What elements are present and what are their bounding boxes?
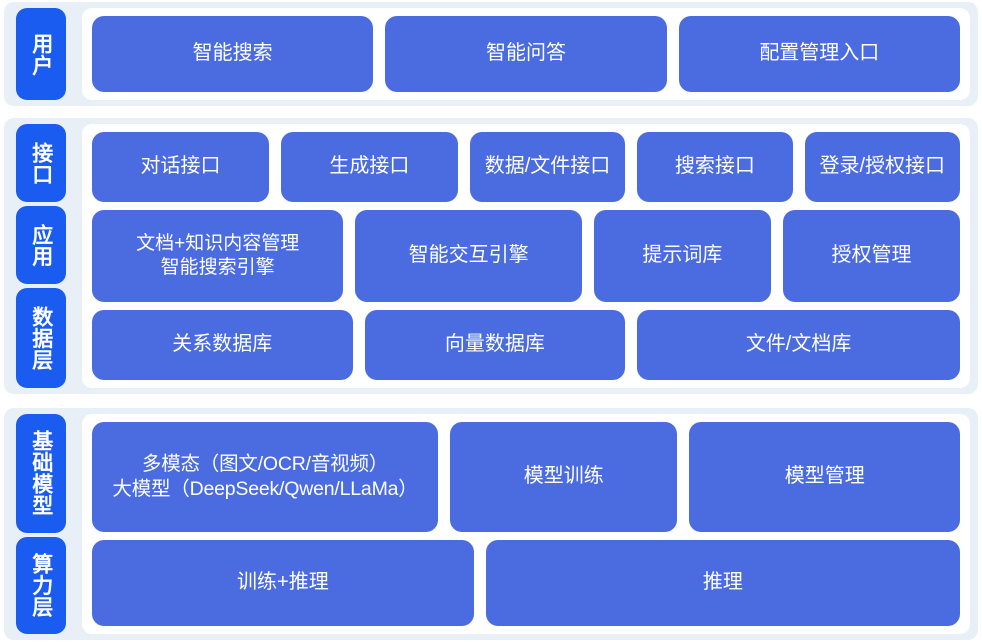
box-training-and-inference[interactable]: 训练+推理 [92,540,474,626]
box-vector-database[interactable]: 向量数据库 [364,310,626,380]
section-base: 基础模型 算力层 多模态（图文/OCR/音视频） 大模型（DeepSeek/Qw… [4,408,978,640]
box-file-document-store[interactable]: 文件/文档库 [637,310,960,380]
row-user-entry: 智能搜索 智能问答 配置管理入口 [92,16,960,92]
box-authorization-management[interactable]: 授权管理 [782,209,960,303]
section-base-content: 多模态（图文/OCR/音视频） 大模型（DeepSeek/Qwen/LLaMa）… [82,414,970,634]
box-search-interface[interactable]: 搜索接口 [637,132,793,202]
box-prompt-library[interactable]: 提示词库 [593,209,771,303]
layer-label-application[interactable]: 应用 [16,206,66,285]
box-data-file-interface[interactable]: 数据/文件接口 [469,132,626,202]
box-smart-search[interactable]: 智能搜索 [92,16,374,92]
row-data: 关系数据库 向量数据库 文件/文档库 [92,310,960,380]
box-dialog-interface[interactable]: 对话接口 [92,132,269,202]
section-user-content: 智能搜索 智能问答 配置管理入口 [82,8,970,100]
layer-label-compute[interactable]: 算力层 [16,536,66,634]
box-generation-interface[interactable]: 生成接口 [280,132,458,202]
layer-label-column-middle: 接口 应用 数据层 [16,118,68,394]
box-config-management-entry[interactable]: 配置管理入口 [678,16,960,92]
row-application: 文档+知识内容管理 智能搜索引擎 智能交互引擎 提示词库 授权管理 [92,209,960,303]
section-user: 用户 智能搜索 智能问答 配置管理入口 [4,2,978,106]
layer-label-interface[interactable]: 接口 [16,124,66,203]
box-multimodal-large-model[interactable]: 多模态（图文/OCR/音视频） 大模型（DeepSeek/Qwen/LLaMa） [92,422,438,533]
box-login-auth-interface[interactable]: 登录/授权接口 [804,132,960,202]
layer-label-foundation-model[interactable]: 基础模型 [16,414,66,533]
layer-label-column-user: 用户 [16,2,68,106]
row-interface: 对话接口 生成接口 数据/文件接口 搜索接口 登录/授权接口 [92,132,960,202]
box-smart-interaction-engine[interactable]: 智能交互引擎 [355,209,582,303]
layer-label-data[interactable]: 数据层 [16,288,66,389]
box-model-management[interactable]: 模型管理 [689,422,960,533]
section-middle-content: 对话接口 生成接口 数据/文件接口 搜索接口 登录/授权接口 文档+知识内容管理… [82,124,970,388]
row-compute: 训练+推理 推理 [92,540,960,626]
layer-label-user[interactable]: 用户 [16,8,66,100]
box-doc-knowledge-management[interactable]: 文档+知识内容管理 智能搜索引擎 [92,209,344,303]
box-inference[interactable]: 推理 [485,540,960,626]
box-model-training[interactable]: 模型训练 [449,422,678,533]
row-foundation-model: 多模态（图文/OCR/音视频） 大模型（DeepSeek/Qwen/LLaMa）… [92,422,960,533]
box-smart-qa[interactable]: 智能问答 [385,16,667,92]
layer-label-column-base: 基础模型 算力层 [16,408,68,640]
box-relational-database[interactable]: 关系数据库 [92,310,353,380]
section-middle: 接口 应用 数据层 对话接口 生成接口 数据/文件接口 搜索接口 登录/授权接口… [4,118,978,394]
